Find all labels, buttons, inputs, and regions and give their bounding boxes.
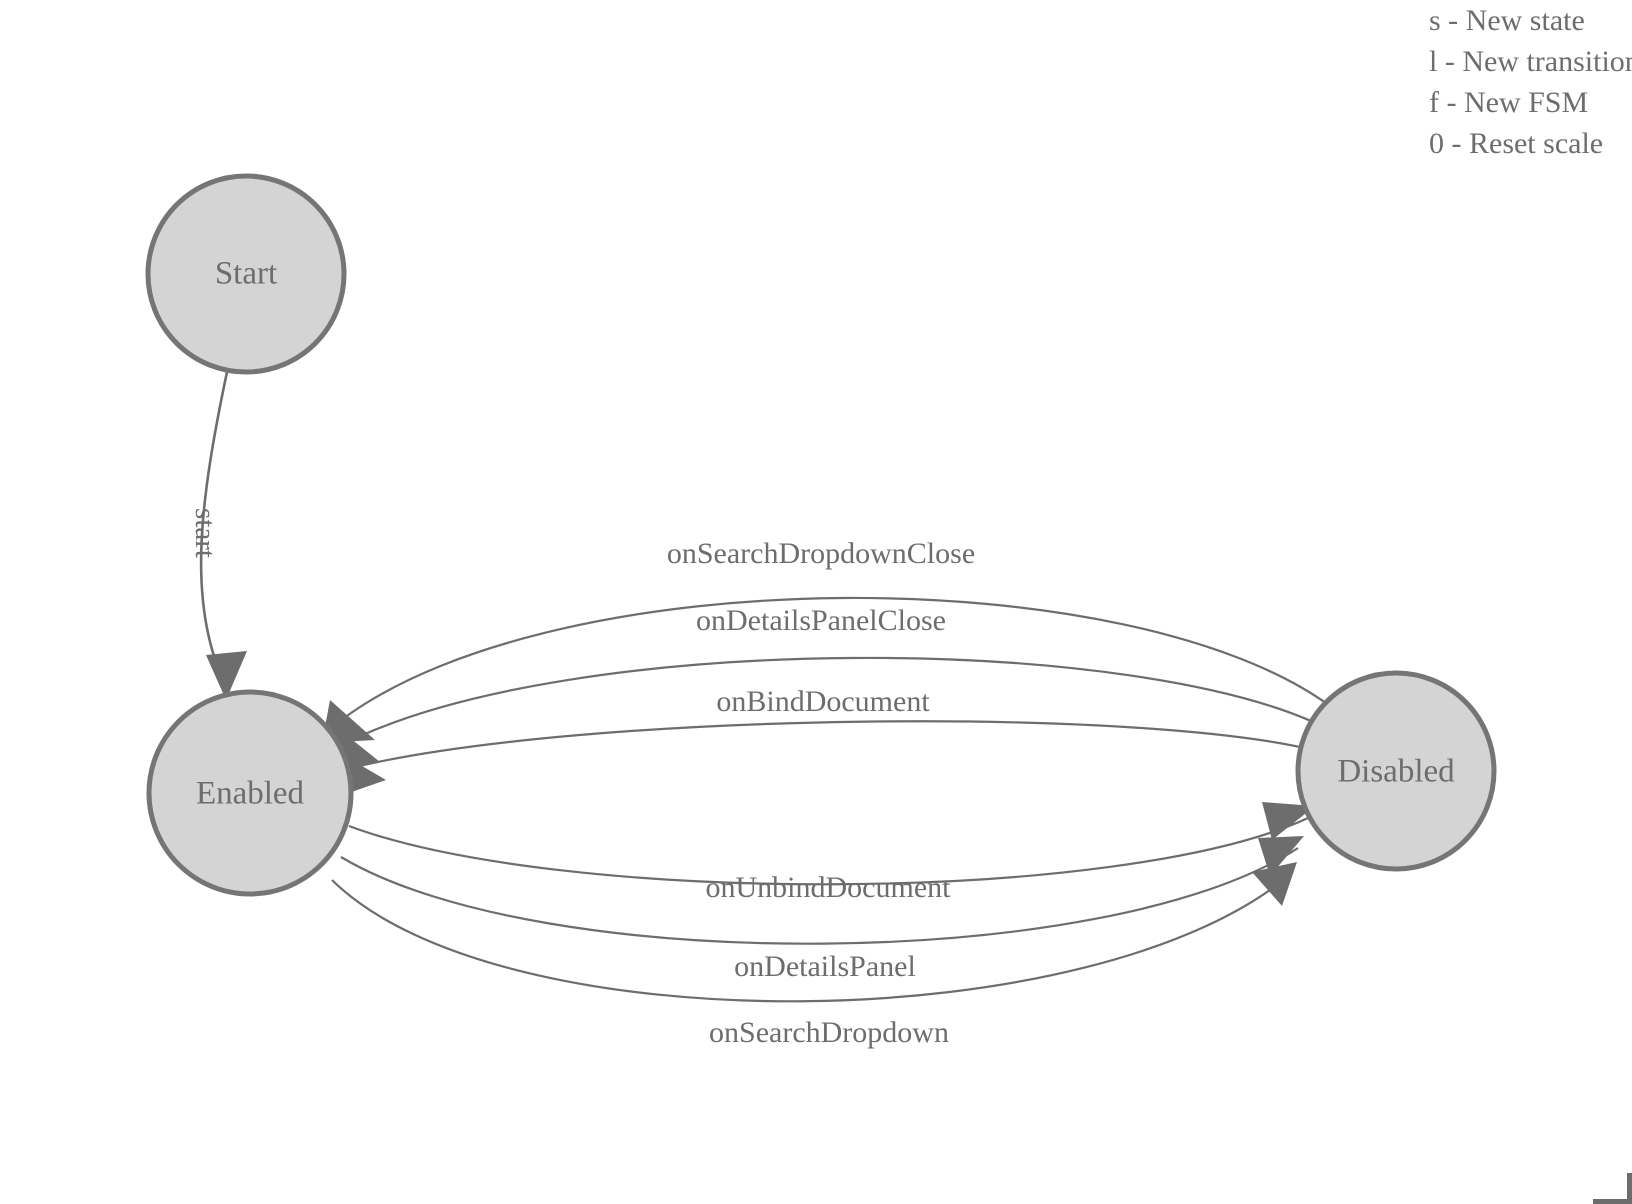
edge-label-start: start [189, 508, 221, 558]
edge-path-start-enabled [199, 371, 229, 666]
edge-enabled-to-disabled-detailspanel[interactable] [340, 836, 1304, 945]
edge-label-onunbinddocument: onUnbindDocument [706, 871, 952, 904]
edge-label-ondetailspanelclose: onDetailsPanelClose [696, 604, 946, 637]
state-node-start-label: Start [215, 256, 277, 292]
state-node-start-circle[interactable] [145, 173, 347, 375]
state-node-disabled-label: Disabled [1337, 754, 1455, 790]
state-node-start[interactable]: Start [145, 173, 347, 375]
edge-enabled-to-disabled-searchdropdown[interactable] [331, 862, 1297, 1003]
arrow-head-onunbinddocument [1262, 802, 1315, 840]
edge-path-ondetailspanel [340, 847, 1299, 945]
edge-path-onunbinddocument [348, 817, 1309, 886]
state-node-enabled[interactable]: Enabled [146, 689, 354, 897]
arrow-head-start-enabled [206, 651, 247, 700]
state-node-enabled-label: Enabled [196, 776, 305, 812]
edge-path-onbinddocument [350, 720, 1322, 770]
edge-disabled-to-enabled-binddocument[interactable] [338, 720, 1322, 796]
state-node-enabled-circle[interactable] [146, 689, 354, 897]
edge-path-onsearchdropdown [331, 871, 1294, 1003]
edge-label-onsearchdropdown: onSearchDropdown [709, 1016, 949, 1049]
edge-path-onsearchdropdownclose [343, 596, 1331, 719]
edge-label-onsearchdropdownclose: onSearchDropdownClose [667, 537, 975, 570]
arrow-head-onsearchdropdown [1252, 862, 1297, 906]
edge-enabled-to-disabled-unbinddocument[interactable] [348, 802, 1315, 886]
resize-corner-handle[interactable] [1593, 1173, 1632, 1204]
edge-start-to-enabled[interactable] [199, 371, 247, 700]
state-node-disabled-circle[interactable] [1295, 670, 1497, 872]
edge-label-onbinddocument: onBindDocument [716, 685, 930, 718]
edge-path-ondetailspanelclose [347, 656, 1331, 743]
edge-label-ondetailspanel: onDetailsPanel [734, 950, 916, 983]
state-node-disabled[interactable]: Disabled [1295, 670, 1497, 872]
arrow-head-ondetailspanel [1258, 836, 1304, 876]
